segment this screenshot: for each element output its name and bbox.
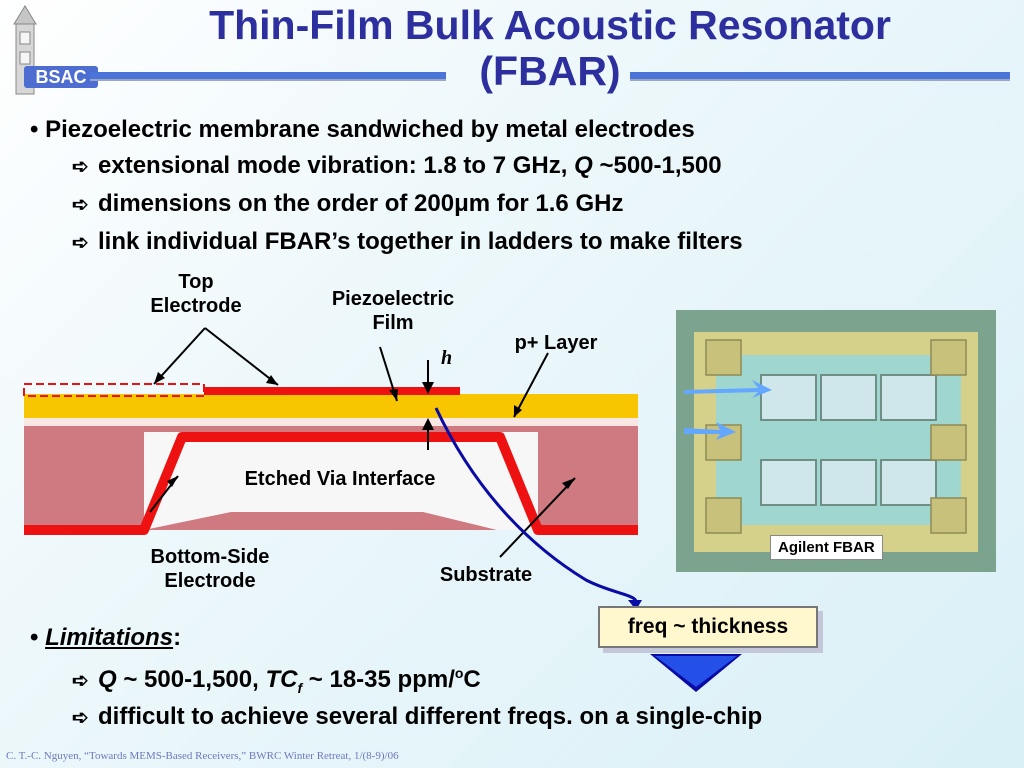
label-substrate: Substrate bbox=[440, 564, 532, 586]
title-rule-left bbox=[90, 72, 446, 81]
logo-text: BSAC bbox=[35, 67, 86, 87]
piezo-film-layer bbox=[24, 394, 638, 418]
sub-bullet-1: ➪extensional mode vibration: 1.8 to 7 GH… bbox=[72, 152, 722, 179]
arrow-bullet-icon: ➪ bbox=[72, 194, 89, 216]
title-line-1: Thin-Film Bulk Acoustic Resonator bbox=[209, 2, 891, 48]
bullet-1: • Piezoelectric membrane sandwiched by m… bbox=[30, 116, 695, 144]
photo-caption: Agilent FBAR bbox=[770, 535, 883, 560]
freq-thickness-box: freq ~ thickness bbox=[598, 606, 818, 648]
sub-bullet-3: ➪link individual FBAR’s together in ladd… bbox=[72, 228, 743, 255]
limitation-2: ➪difficult to achieve several different … bbox=[72, 703, 763, 730]
footer-citation: C. T.-C. Nguyen, “Towards MEMS-Based Rec… bbox=[6, 750, 399, 762]
label-h: h bbox=[441, 347, 452, 369]
top-electrode-dashed bbox=[23, 383, 205, 397]
agilent-fbar-photo bbox=[676, 310, 996, 572]
limitations-title: Limitations bbox=[45, 624, 174, 651]
slide-title: Thin-Film Bulk Acoustic Resonator (FBAR) bbox=[120, 2, 980, 94]
down-arrow-icon bbox=[650, 654, 742, 692]
bullet-dot: • bbox=[30, 624, 46, 651]
title-line-2: (FBAR) bbox=[479, 48, 621, 94]
sub-bullet-2: ➪dimensions on the order of 200μm for 1.… bbox=[72, 190, 624, 217]
title-rule-right bbox=[630, 72, 1010, 81]
arrow-bullet-icon: ➪ bbox=[72, 707, 89, 729]
label-etched-via: Etched Via Interface bbox=[245, 468, 436, 490]
top-electrode bbox=[204, 387, 460, 395]
arrow-bullet-icon: ➪ bbox=[72, 670, 89, 692]
bullet-dot: • bbox=[30, 116, 46, 143]
bsac-logo: BSAC bbox=[13, 5, 98, 95]
bullet-1-text: Piezoelectric membrane sandwiched by met… bbox=[45, 116, 695, 143]
p-layer bbox=[24, 418, 638, 426]
label-p-layer: p+ Layer bbox=[515, 332, 598, 354]
bottom-electrode-shape bbox=[24, 432, 638, 535]
arrow-bullet-icon: ➪ bbox=[72, 232, 89, 254]
arrow-bullet-icon: ➪ bbox=[72, 156, 89, 178]
etched-via-cavity bbox=[144, 432, 538, 530]
limitation-1: ➪Q ~ 500-1,500, TCf ~ 18-35 ppm/oC bbox=[72, 665, 481, 696]
limitations-bullet: • Limitations: bbox=[30, 624, 182, 651]
